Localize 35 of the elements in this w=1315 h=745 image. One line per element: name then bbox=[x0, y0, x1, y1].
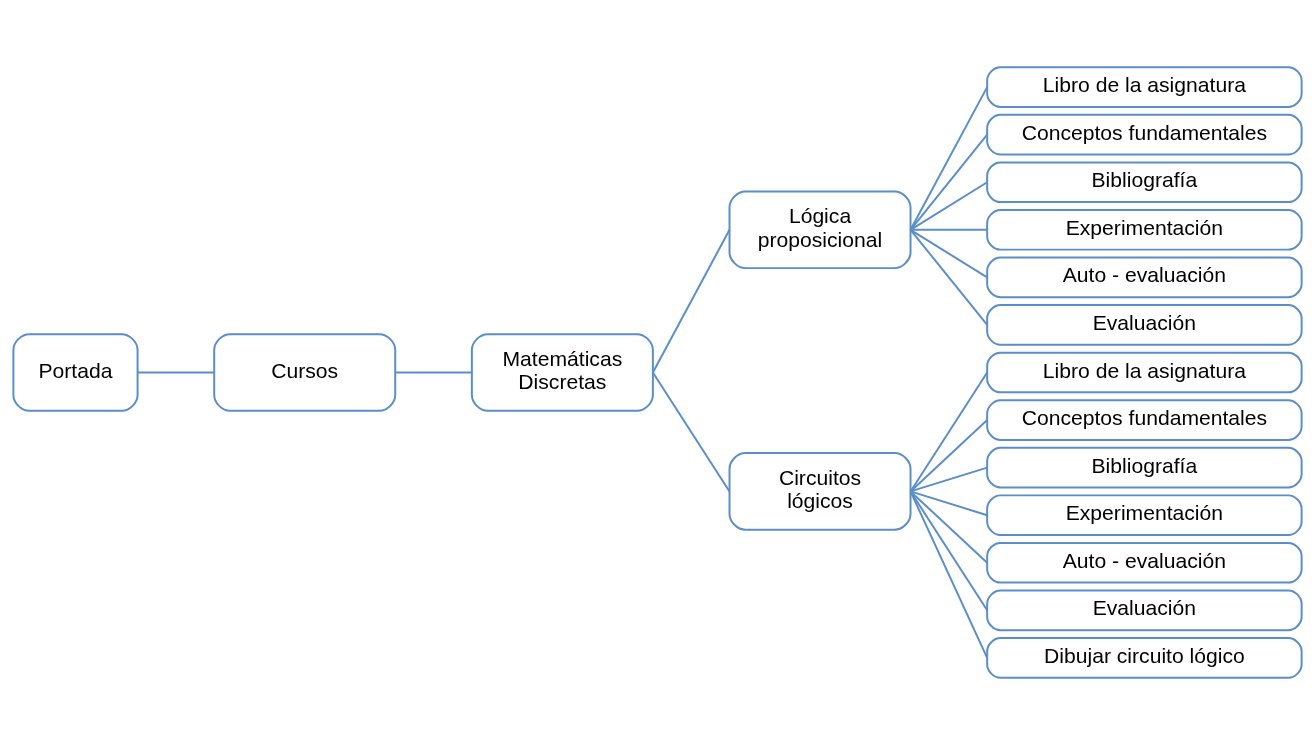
connector bbox=[909, 228, 989, 279]
node-box: Conceptos fundamentales bbox=[986, 113, 1303, 156]
connector bbox=[909, 133, 989, 231]
connector bbox=[909, 371, 989, 493]
connector bbox=[909, 490, 989, 517]
node-box: Circuitos lógicos bbox=[728, 452, 912, 531]
node-box: Auto - evaluación bbox=[986, 256, 1303, 299]
connector bbox=[394, 371, 473, 374]
node-box: Matemáticas Discretas bbox=[470, 333, 654, 412]
connector bbox=[909, 490, 989, 564]
node-box: Bibliografía bbox=[986, 161, 1303, 204]
connector bbox=[909, 181, 989, 231]
connector bbox=[909, 228, 989, 326]
connector bbox=[909, 86, 989, 231]
node-box: Cursos bbox=[213, 333, 397, 412]
node-box: Lógica proposicional bbox=[728, 190, 912, 270]
connector bbox=[651, 228, 731, 374]
connector bbox=[909, 228, 989, 231]
node-box: Experimentación bbox=[986, 494, 1303, 536]
connector bbox=[909, 490, 989, 612]
connector bbox=[909, 419, 989, 493]
node-box: Dibujar circuito lógico bbox=[986, 637, 1303, 679]
connector bbox=[136, 371, 216, 374]
node-box: Bibliografía bbox=[986, 446, 1303, 489]
connector bbox=[909, 466, 989, 493]
node-box: Evaluación bbox=[986, 589, 1303, 632]
node-box: Libro de la asignatura bbox=[986, 351, 1303, 394]
node-box: Auto - evaluación bbox=[986, 541, 1303, 584]
node-box: Evaluación bbox=[986, 304, 1303, 346]
connector bbox=[909, 490, 989, 659]
node-box: Libro de la asignatura bbox=[986, 66, 1303, 108]
node-box: Experimentación bbox=[986, 209, 1303, 251]
connector bbox=[651, 371, 731, 493]
node-box: Conceptos fundamentales bbox=[986, 399, 1303, 441]
node-box: Portada bbox=[12, 333, 139, 412]
